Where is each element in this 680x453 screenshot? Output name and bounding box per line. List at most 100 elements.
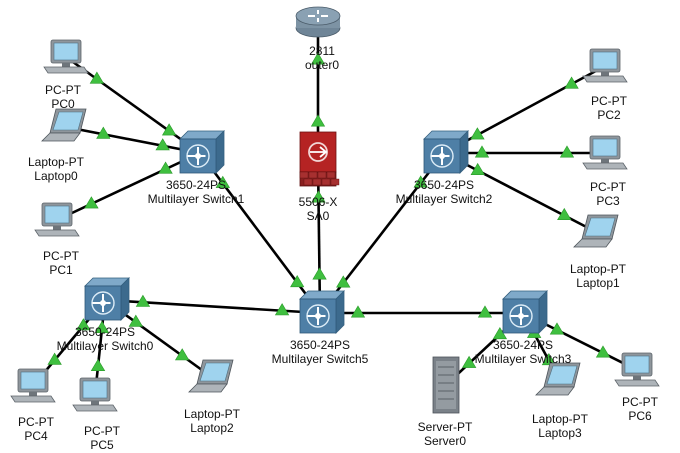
link-status-up-icon [559,145,575,158]
link-msw2-pc3[interactable] [444,145,605,158]
link-msw2-pc2[interactable] [443,64,606,155]
link-status-up-icon [557,207,572,220]
laptop1-laptop-icon[interactable] [573,214,619,248]
device-model-text: Laptop-PT [183,407,241,421]
device-model-text: PC-PT [18,415,54,429]
device-name-text: PC3 [596,194,620,208]
link-pc1-msw1[interactable] [56,151,201,222]
laptop2-laptop-icon[interactable] [188,359,234,393]
device-name-text: Multilayer Switch0 [56,339,154,353]
link-status-up-icon [128,314,144,327]
msw3-switch-icon[interactable] [502,290,548,334]
pc6-pc-icon[interactable] [614,352,660,387]
link-status-up-icon [474,145,490,158]
link-status-up-icon [310,114,326,127]
device-name-text: Multilayer Switch2 [395,192,493,206]
device-name-text: Multilayer Switch3 [474,352,572,366]
device-model-text: 5506-X [298,195,338,209]
link-status-up-icon [47,352,62,365]
link-status-up-icon [174,348,190,361]
link-status-up-icon [549,322,565,335]
device-model-text: Laptop-PT [27,155,85,169]
device-model-text: Laptop-PT [531,412,589,426]
device-model-text: PC-PT [590,180,626,194]
link-status-up-icon [311,190,326,203]
laptop0-laptop-icon[interactable] [41,108,87,142]
link-msw0-msw5[interactable] [104,294,321,316]
msw5-switch-icon[interactable] [299,290,345,334]
router0-router-icon[interactable] [295,6,341,38]
link-status-up-icon [155,138,170,151]
sa0-firewall-icon[interactable] [299,131,340,187]
link-status-up-icon [541,353,557,366]
link-status-up-icon [564,76,579,89]
laptop3-laptop-icon[interactable] [535,362,581,396]
device-name-text: outer0 [304,58,340,72]
device-model-text: PC-PT [45,83,81,97]
device-name-text: PC0 [51,97,75,111]
device-name-text: PC6 [628,409,652,423]
pc3-pc-icon[interactable] [582,135,628,170]
link-status-up-icon [595,345,611,358]
link-status-up-icon [470,127,485,140]
device-model-text: 3650-24PS [289,338,351,352]
device-model-text: 2811 [309,44,335,58]
link-status-up-icon [94,320,110,334]
link-status-up-icon [312,267,327,280]
device-name-text: PC2 [597,108,621,122]
device-model-text: 3650-24PS [492,338,554,352]
msw2-switch-icon[interactable] [423,130,469,174]
device-name-text: Laptop0 [34,169,78,183]
device-model-text: PC-PT [591,94,627,108]
pc0-pc-icon[interactable] [43,39,89,74]
link-status-up-icon [158,161,173,174]
link-status-up-icon [310,52,326,65]
link-status-up-icon [96,126,111,139]
device-model-text: Laptop-PT [569,262,627,276]
link-status-up-icon [215,175,231,188]
link-msw5-msw3[interactable] [320,305,523,318]
msw1-switch-icon[interactable] [179,130,225,174]
link-msw2-msw5[interactable] [318,152,446,314]
link-status-up-icon [477,305,493,318]
pc4-pc-icon[interactable] [10,368,56,403]
device-name-text: PC5 [90,438,114,452]
device-name-text: Multilayer Switch1 [147,192,245,206]
device-name-text: Multilayer Switch5 [271,352,369,366]
device-model-text: Server-PT [417,420,473,434]
link-status-up-icon [350,305,366,318]
device-name-text: Laptop2 [190,421,234,435]
link-laptop0-msw1[interactable] [65,125,201,155]
link-msw2-laptop1[interactable] [443,151,599,235]
pc2-pc-icon[interactable] [582,48,628,83]
pc1-pc-icon[interactable] [34,202,80,237]
device-name-text: PC4 [24,429,48,443]
device-model-text: 3650-24PS [413,178,475,192]
link-status-up-icon [470,162,485,175]
device-model-text: PC-PT [622,395,658,409]
device-model-text: PC-PT [84,424,120,438]
link-status-up-icon [274,303,290,316]
msw0-switch-icon[interactable] [84,277,130,321]
server0-server-icon[interactable] [432,356,460,414]
device-model-text: 3650-24PS [165,178,227,192]
pc5-pc-icon[interactable] [72,377,118,412]
device-name-text: PC1 [49,263,73,277]
link-msw1-msw5[interactable] [198,152,322,314]
